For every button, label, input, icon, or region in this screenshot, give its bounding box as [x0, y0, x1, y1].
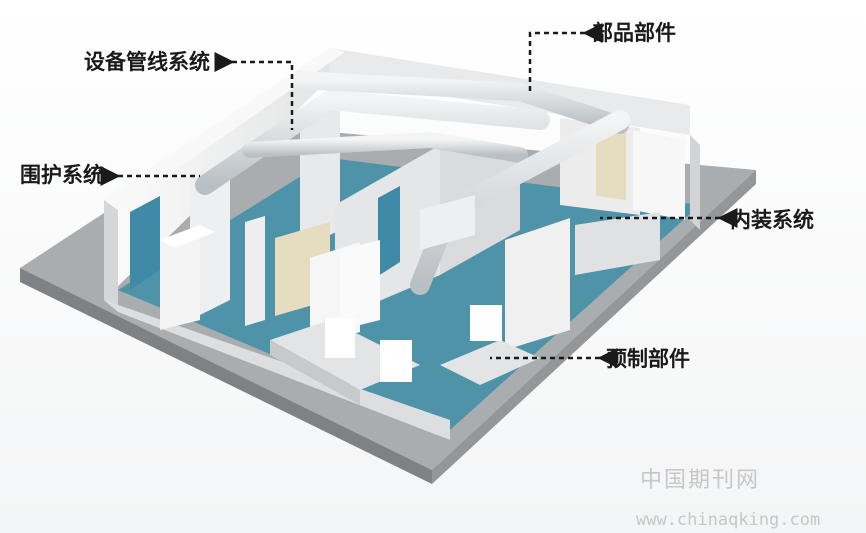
watermark-site-name: 中国期刊网: [640, 468, 761, 493]
watermark-site-url: www.chinaqking.com: [636, 510, 821, 530]
pipe-network: [187, 71, 630, 295]
lab-equipment: [160, 130, 685, 350]
label-interior-system: 内装系统: [730, 207, 814, 232]
label-equipment-pipeline-system: 设备管线系统: [84, 49, 210, 74]
lab-benches: [270, 305, 540, 405]
doors: [130, 128, 626, 290]
label-prefab-parts: 预制部件: [606, 346, 690, 371]
label-envelope-system: 围护系统: [20, 162, 104, 187]
label-components: 部品部件: [592, 20, 676, 45]
callout-leaders: [100, 23, 738, 368]
